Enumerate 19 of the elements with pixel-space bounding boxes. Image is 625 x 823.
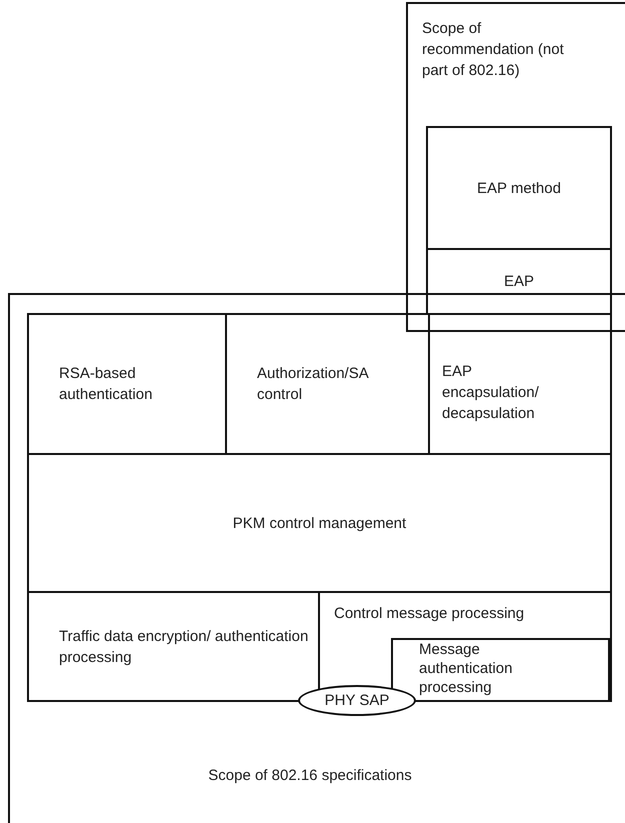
scope-label: Scope of 802.16 specifications: [207, 766, 413, 786]
layer-label: PKM control management: [232, 514, 406, 534]
layer-label: Message authentication processing: [419, 640, 514, 697]
scope-label: Scope of recommendation (not part of 802.16): [422, 19, 565, 81]
layer-label: Authorization/SA control: [257, 364, 370, 405]
layer-label: Control message processing: [334, 604, 526, 624]
scope-boundary: [8, 293, 625, 823]
layer-box: [27, 453, 612, 593]
layer-label: Traffic data encryption/ authentication processing: [59, 626, 309, 668]
scope-boundary: [406, 2, 625, 332]
layer-label: EAP: [504, 272, 534, 292]
layer-label: PHY SAP: [324, 691, 390, 711]
layer-box: [426, 248, 612, 315]
layer-box: [426, 126, 612, 250]
layer-label: EAP encapsulation/ decapsulation: [442, 362, 540, 424]
layer-box: [391, 638, 610, 702]
layer-box: [27, 313, 227, 455]
layer-label: RSA-based authentication: [59, 364, 154, 405]
layer-label: EAP method: [477, 178, 561, 198]
